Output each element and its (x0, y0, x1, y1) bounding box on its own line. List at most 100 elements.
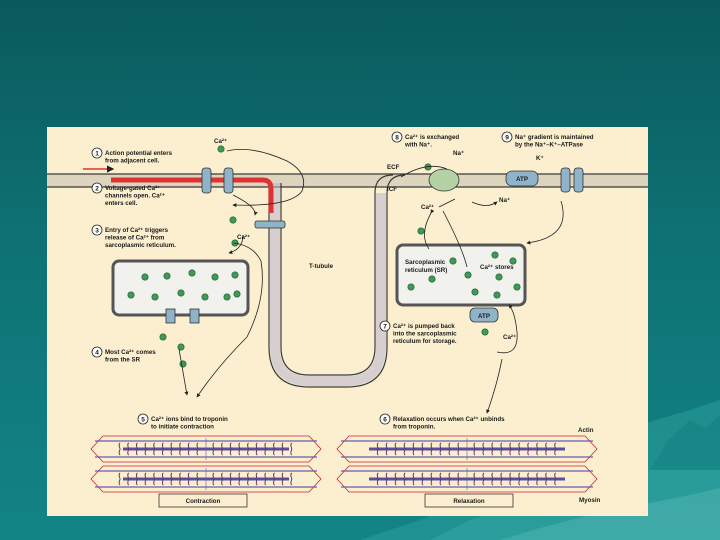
myosin-head (273, 478, 276, 486)
calcium-ion (177, 343, 185, 351)
svg-text:Relaxation: Relaxation (453, 498, 485, 505)
label-t-tubule: T-tubule (309, 263, 334, 270)
myosin-head (247, 442, 250, 450)
step-text-line: from the SR (105, 357, 141, 364)
myosin-head (196, 478, 199, 486)
myosin-head (545, 442, 548, 450)
myosin-head (554, 478, 557, 486)
relaxation-caption: Relaxation (424, 493, 514, 508)
step-text-line: with Na⁺. (404, 142, 432, 149)
myosin-head (127, 442, 130, 450)
myosin-head (221, 478, 224, 486)
step-number: 7 (383, 323, 387, 330)
label-myosin: Myosin (579, 497, 601, 504)
myosin-head (376, 442, 379, 450)
step-text-line: channels open. Ca²⁺ (105, 193, 165, 200)
myosin-head (229, 472, 232, 480)
step-number: 8 (395, 134, 399, 141)
myosin-head (376, 448, 379, 456)
myosin-head (179, 472, 182, 480)
myosin-head (187, 478, 190, 486)
myosin-head (518, 442, 521, 450)
step-text-line: reticulum for storage. (393, 338, 457, 345)
myosin-head (439, 442, 442, 450)
calcium-ion (201, 293, 209, 301)
svg-text:Ca²⁺ stores: Ca²⁺ stores (480, 264, 514, 271)
myosin-head (196, 442, 199, 450)
myosin-head (255, 448, 258, 456)
myosin-head (403, 472, 406, 480)
myosin-head (421, 442, 424, 450)
myosin-head (144, 478, 147, 486)
voltage-gated-ca-channel (201, 167, 234, 194)
myosin-head (161, 478, 164, 486)
myosin-head (196, 448, 199, 456)
calcium-ion (417, 227, 425, 235)
step-text-line: Most Ca²⁺ comes (105, 349, 156, 356)
myosin-head (500, 478, 503, 486)
step-text-line: from troponin. (393, 424, 436, 431)
sarcoplasmic-reticulum-right: Sarcoplasmic reticulum (SR) Ca²⁺ stores … (395, 243, 527, 323)
step-number: 9 (505, 134, 509, 141)
myosin-head (439, 472, 442, 480)
myosin-head (247, 478, 250, 486)
label-na-plus-inside: Na⁺ (499, 197, 510, 204)
step-text-line: by the Na⁺–K⁺–ATPase (515, 142, 584, 149)
myosin-head (448, 442, 451, 450)
myosin-head (491, 448, 494, 456)
step-number: 2 (95, 185, 99, 192)
calcium-ion (449, 257, 457, 265)
calcium-ion (231, 271, 239, 279)
myosin-head (394, 448, 397, 456)
step-text-line: release of Ca²⁺ from (105, 235, 165, 242)
svg-text:reticulum (SR): reticulum (SR) (405, 267, 447, 274)
myosin-head (385, 472, 388, 480)
myosin-head (545, 472, 548, 480)
label-actin: Actin (578, 427, 594, 434)
myosin-head (412, 442, 415, 450)
myosin-head (394, 472, 397, 480)
step-text-line: Ca²⁺ ions bind to troponin (151, 416, 228, 423)
myosin-head (394, 478, 397, 486)
myosin-head (473, 442, 476, 450)
step-text-line: Ca²⁺ is pumped back (393, 323, 455, 330)
myosin-head (187, 442, 190, 450)
svg-text:ATP: ATP (478, 313, 490, 320)
myosin-head (212, 472, 215, 480)
myosin-head (212, 442, 215, 450)
dhp-receptor-channel (254, 220, 286, 229)
myosin-head (161, 472, 164, 480)
myosin-head (290, 472, 293, 480)
myosin-head (290, 448, 293, 456)
myosin-head (255, 472, 258, 480)
myosin-head (421, 472, 424, 480)
muscle-contraction-diagram: ATP Sarcoplasmic reticulum (SR) Ca²⁺ sto… (47, 127, 648, 516)
svg-text:ATP: ATP (516, 176, 528, 183)
myosin-head (403, 442, 406, 450)
membrane-channel-right (560, 167, 584, 193)
myosin-head (238, 472, 241, 480)
myosin-head (290, 442, 293, 450)
calcium-ion (481, 328, 489, 336)
myosin-head (518, 478, 521, 486)
calcium-ion (513, 283, 521, 291)
myosin-head (473, 472, 476, 480)
na-k-atpase: ATP (505, 170, 539, 187)
myosin-head (527, 442, 530, 450)
myosin-head (536, 478, 539, 486)
myosin-head (385, 442, 388, 450)
myosin-head (439, 478, 442, 486)
myosin-head (264, 472, 267, 480)
calcium-ion (141, 273, 149, 281)
myosin-head (536, 442, 539, 450)
label-icf: ICF (387, 186, 397, 193)
myosin-head (491, 478, 494, 486)
calcium-ion (188, 269, 196, 277)
